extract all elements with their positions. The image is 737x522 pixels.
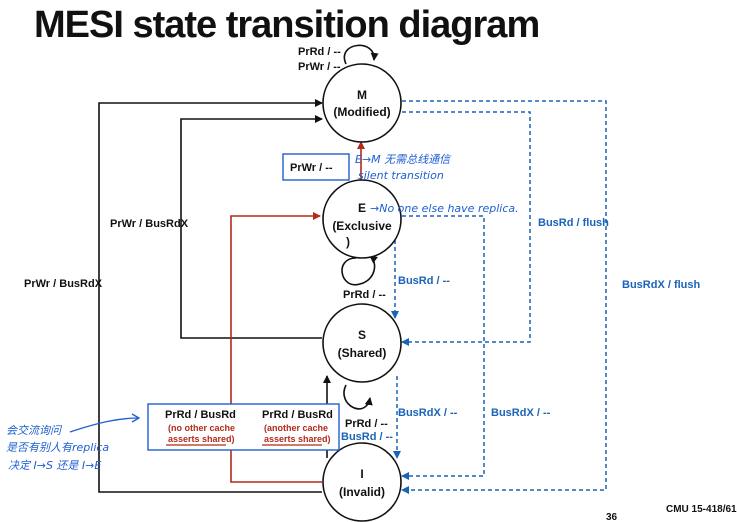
page-title: MESI state transition diagram (34, 4, 540, 46)
edge-m-to-s (401, 111, 531, 346)
edge-m-to-i (401, 100, 607, 494)
loop-s (343, 384, 373, 410)
label-m-self-1: PrRd / -- (298, 46, 341, 58)
state-e-name-tail: ) (346, 235, 350, 249)
state-i: I (Invalid) (322, 442, 402, 522)
label-e-to-i: BusRdX / -- (491, 407, 551, 419)
page-number: 36 (606, 512, 618, 522)
label-e-to-m: PrWr / -- (290, 162, 333, 174)
state-e-letter: E (358, 201, 366, 215)
state-i-name: (Invalid) (339, 485, 385, 499)
label-i-to-e-cond-2: asserts shared) (168, 434, 235, 444)
loop-e (341, 255, 378, 286)
label-i-to-e: PrRd / BusRd (165, 409, 236, 421)
state-m-name: (Modified) (333, 105, 390, 119)
note-left-1: 会交流询问 (6, 424, 63, 437)
label-i-to-s-cond-1: (another cache (264, 423, 328, 433)
e-to-m-label-box (282, 153, 350, 181)
edge-s-to-m (180, 115, 323, 339)
edge-e-to-i (401, 215, 485, 480)
label-i-to-s: PrRd / BusRd (262, 409, 333, 421)
note-e-to-m: E→M 无需总线通信 (355, 153, 452, 166)
loop-m (343, 44, 379, 65)
note-silent: silent transition (358, 169, 444, 182)
state-i-letter: I (360, 467, 363, 481)
label-i-to-e-cond-1: (no other cache (168, 423, 235, 433)
note-pointer-head (131, 413, 141, 423)
course-label: CMU 15-418/618, (666, 504, 737, 515)
state-s-letter: S (358, 328, 366, 342)
state-e-name: (Exclusive (332, 219, 392, 233)
state-m-letter: M (357, 88, 367, 102)
edge-i-to-m (98, 99, 323, 493)
note-pointer-arrow (69, 417, 139, 433)
label-i-to-s-cond-2: asserts shared) (264, 434, 331, 444)
label-m-to-i: BusRdX / flush (622, 279, 701, 291)
label-s-self-2: BusRd / -- (341, 431, 393, 443)
state-s-name: (Shared) (338, 346, 387, 360)
state-e: E (Exclusive ) (322, 179, 402, 259)
label-s-to-m: PrWr / BusRdX (110, 218, 189, 230)
state-s: S (Shared) (322, 303, 402, 383)
edge-i-to-e (230, 212, 322, 483)
label-m-to-s: BusRd / flush (538, 217, 609, 229)
label-e-self: PrRd / -- (343, 289, 386, 301)
label-i-to-m: PrWr / BusRdX (24, 278, 103, 290)
note-left-3: 决定 I→S 还是 I→E (8, 459, 101, 472)
label-s-to-i: BusRdX / -- (398, 407, 458, 419)
i-transitions-box (147, 403, 340, 451)
label-e-to-s: BusRd / -- (398, 275, 450, 287)
state-m: M (Modified) (322, 63, 402, 143)
label-m-self-2: PrWr / -- (298, 61, 341, 73)
note-no-one-else: →No one else have replica. (370, 202, 519, 215)
label-s-self-1: PrRd / -- (345, 418, 388, 430)
note-left-2: 是否有别人有replica (6, 441, 109, 454)
